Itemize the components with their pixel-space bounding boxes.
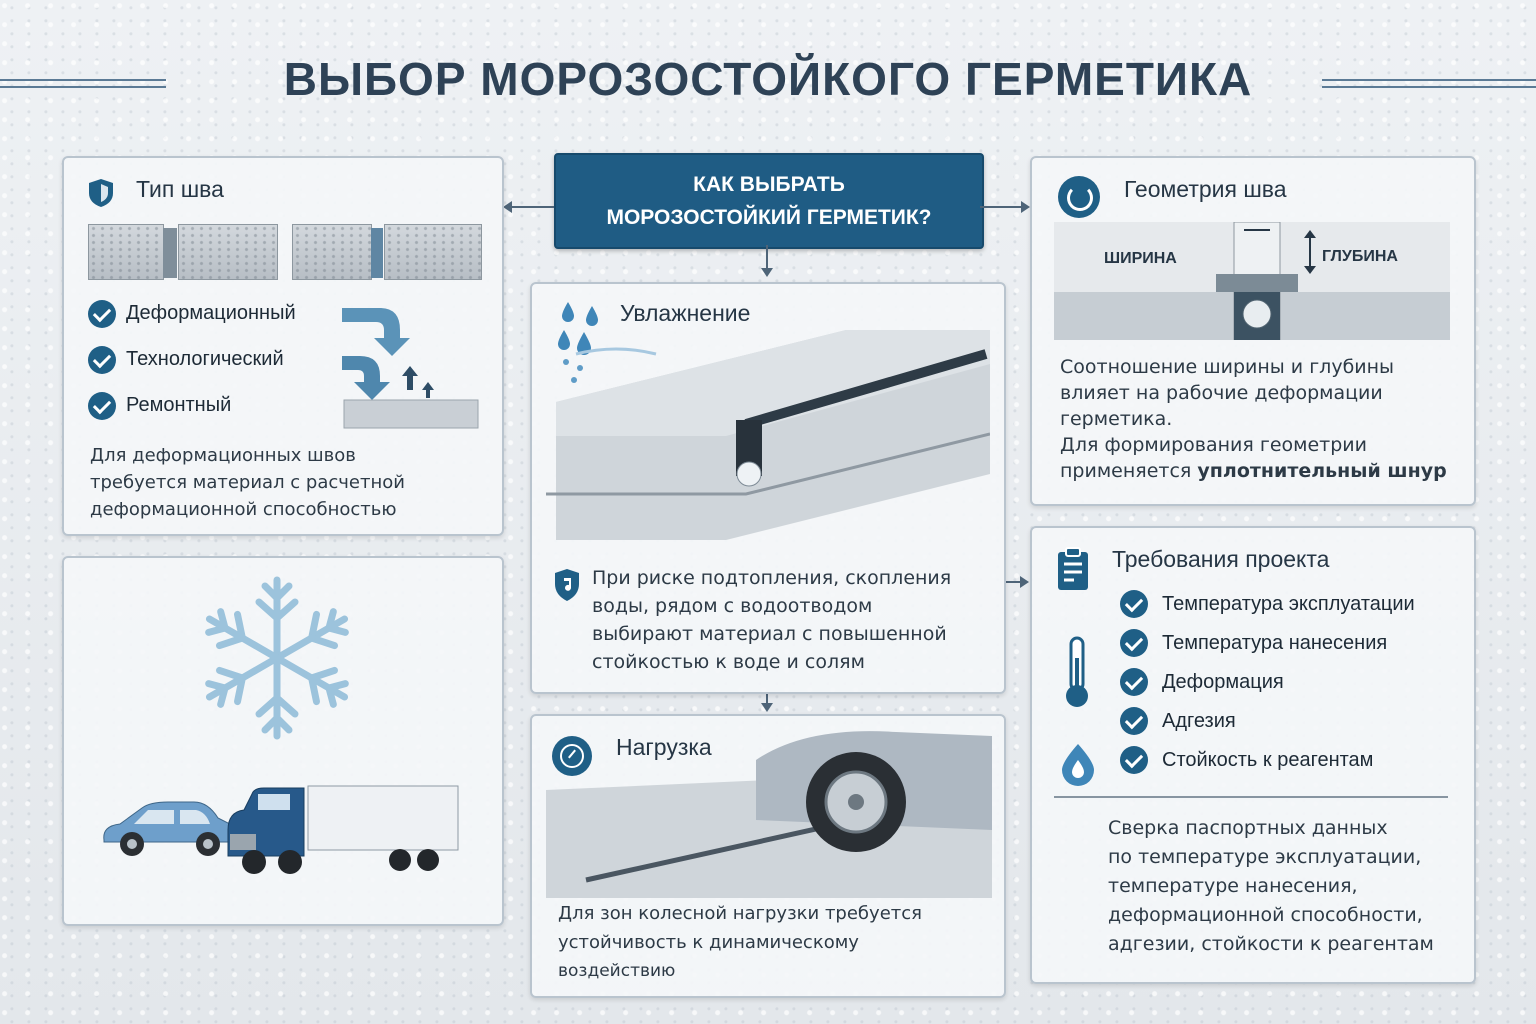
joint-type-item-1: Деформационный (126, 302, 296, 324)
cycle-icon (1058, 176, 1100, 218)
joint-type-item-3: Ремонтный (126, 394, 232, 416)
requirements-text-1: Сверка паспортных данных (1108, 817, 1388, 839)
check-icon (1120, 629, 1148, 657)
title-rule-right (1322, 79, 1536, 81)
requirements-text-5: адгезии, стойкости к реагентам (1108, 933, 1434, 955)
geometry-heading: Геометрия шва (1124, 176, 1287, 202)
arrowhead-left (503, 201, 512, 213)
load-text-2: устойчивость к динамическому (558, 932, 859, 953)
check-icon (88, 300, 116, 328)
block-2 (178, 224, 278, 280)
water-drops-icon (558, 302, 598, 383)
arrowhead-down-2 (761, 703, 773, 712)
joint-type-text-3: деформационной способностью (90, 499, 397, 520)
load-text-3: воздействию (558, 961, 676, 981)
winter-illustration-panel (62, 556, 504, 926)
connector-left (510, 206, 554, 208)
joint-type-item-2: Технологический (126, 348, 284, 370)
load-text-1: Для зон колесной нагрузки требуется (558, 903, 922, 924)
connector-down (766, 245, 768, 271)
joint-type-heading: Тип шва (136, 176, 224, 202)
moisture-text-4: стойкостью к воде и солям (592, 651, 865, 673)
block-1 (88, 224, 164, 280)
check-icon (1120, 746, 1148, 774)
moisture-panel: Увлажнение При риске подтопления, скопле… (530, 282, 1006, 694)
geometry-text-4: Для формирования геометрии (1060, 434, 1367, 456)
width-label: ШИРИНА (1104, 250, 1177, 267)
check-icon (1120, 590, 1148, 618)
divider (1054, 796, 1448, 798)
load-heading: Нагрузка (616, 734, 712, 760)
geometry-panel: Геометрия шва ШИРИНА ГЛУБИНА Соотношение… (1030, 156, 1476, 506)
wheel-load-illustration (546, 731, 992, 898)
load-panel: Нагрузка Для зон колесной нагрузки требу… (530, 714, 1006, 998)
shield-icon (89, 179, 113, 207)
title-rule-right-2 (1322, 86, 1536, 88)
movement-arrows-illustration (342, 308, 479, 429)
requirement-item-1: Температура эксплуатации (1162, 593, 1415, 615)
joint-gap-2 (371, 228, 383, 278)
joint-type-panel: Тип шва Деформационный Технологический Р… (62, 156, 504, 536)
car-illustration (103, 801, 235, 856)
page-title: ВЫБОР МОРОЗОСТОЙКОГО ГЕРМЕТИКА (283, 53, 1253, 105)
arrowhead-down (761, 268, 773, 277)
requirements-panel: Требования проекта Температура эксплуата… (1030, 526, 1476, 984)
requirement-item-3: Деформация (1162, 671, 1284, 693)
drop-icon (1062, 744, 1094, 786)
requirement-item-2: Температура нанесения (1162, 632, 1388, 654)
sealed-joint-illustration (546, 330, 990, 540)
connector-down-2 (766, 692, 768, 706)
moisture-heading: Увлажнение (620, 300, 751, 326)
depth-label: ГЛУБИНА (1322, 248, 1398, 265)
geometry-text-5-prefix: применяется (1060, 460, 1198, 482)
joint-type-text-2: требуется материал с расчетной (90, 472, 405, 493)
snowflake-icon (192, 576, 362, 744)
check-icon (1120, 707, 1148, 735)
thermometer-icon (1066, 636, 1088, 707)
moisture-text-3: выбирают материал с повышенной (592, 623, 947, 645)
requirements-text-2: по температуре эксплуатации, (1108, 846, 1422, 868)
check-icon (1120, 668, 1148, 696)
joint-type-text-1: Для деформационных швов (90, 445, 356, 466)
joint-gap-1 (163, 228, 177, 278)
requirement-item-5: Стойкость к реагентам (1162, 749, 1374, 771)
requirement-item-4: Адгезия (1162, 710, 1236, 732)
main-question-line1: КАК ВЫБРАТЬ (693, 173, 845, 196)
truck-illustration (227, 785, 459, 874)
check-icon (88, 392, 116, 420)
sealing-cord-term: уплотнительный шнур (1197, 460, 1447, 482)
clipboard-icon (1058, 547, 1088, 590)
geometry-text-1: Соотношение ширины и глубины (1060, 356, 1395, 378)
connector-req (1004, 581, 1022, 583)
geometry-text-5: применяется уплотнительный шнур (1060, 458, 1447, 484)
block-4 (384, 224, 482, 280)
requirements-text-4: деформационной способности, (1108, 904, 1423, 926)
gauge-icon (552, 736, 592, 776)
moisture-text-1: При риске подтопления, скопления (592, 567, 952, 589)
title-rule-left (0, 79, 166, 81)
moisture-text-2: воды, рядом с водоотводом (592, 595, 873, 617)
main-question-line2: МОРОЗОСТОЙКИЙ ГЕРМЕТИК? (606, 206, 932, 229)
title-rule-left-2 (0, 86, 166, 88)
connector-right (980, 206, 1024, 208)
block-3 (292, 224, 372, 280)
joint-geometry-diagram (1054, 222, 1450, 340)
main-question-box: КАК ВЫБРАТЬ МОРОЗОСТОЙКИЙ ГЕРМЕТИК? (554, 153, 984, 249)
arrowhead-req (1020, 576, 1029, 588)
arrowhead-right (1021, 201, 1030, 213)
geometry-text-2: влияет на рабочие деформации (1060, 382, 1383, 404)
requirements-text-3: температуре нанесения, (1108, 875, 1358, 897)
check-icon (88, 346, 116, 374)
geometry-text-3: герметика. (1060, 408, 1173, 430)
requirements-heading: Требования проекта (1112, 546, 1330, 572)
shield-icon (555, 569, 579, 601)
